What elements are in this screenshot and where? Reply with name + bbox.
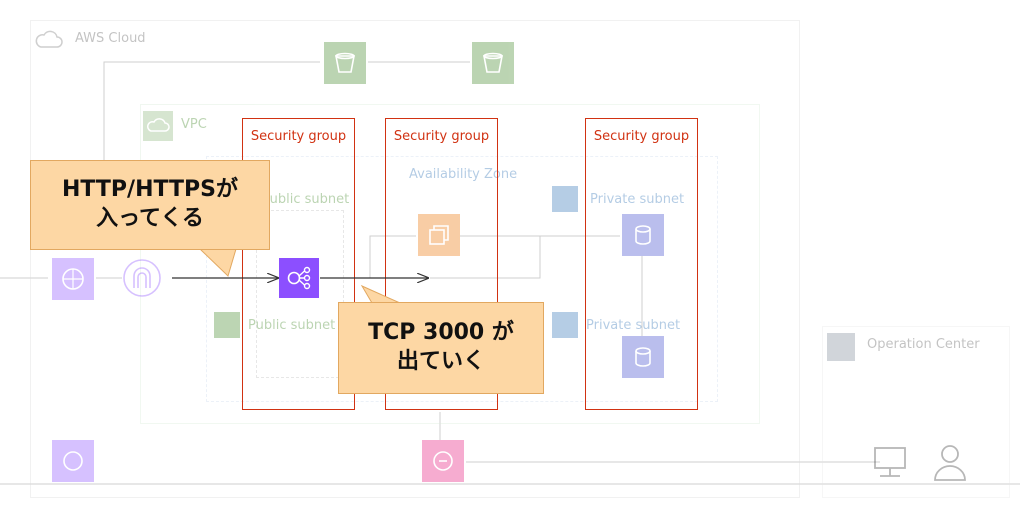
ec2-instances-icon [418, 214, 460, 256]
callout-inbound-line-2: 入ってくる [96, 206, 204, 231]
callout-outbound-line-2: 出ていく [396, 349, 485, 374]
cloudwatch-icon [52, 440, 94, 482]
aws-cloud-group: AWS Cloud [30, 20, 800, 498]
callout-inbound-line-1: HTTP/HTTPSが [62, 177, 238, 203]
callout-outbound-line-1: TCP 3000 が [368, 320, 514, 346]
public-subnet-top-label: Public subnet [262, 192, 350, 207]
private-subnet-top-label: Private subnet [590, 192, 685, 207]
security-group-label: Security group [593, 129, 690, 144]
public-subnet-top-box [256, 210, 344, 378]
vpc-icon [143, 111, 173, 141]
security-group-1: Security group [242, 118, 355, 410]
building-icon [827, 333, 855, 361]
internet-gateway-icon [123, 259, 161, 297]
callout-inbound: HTTP/HTTPSが 入ってくる [30, 160, 270, 250]
database-icon [622, 214, 664, 256]
lock-icon [214, 312, 240, 338]
operation-center-group: Operation Center [822, 326, 1010, 498]
vpc-group: VPC [140, 104, 760, 424]
public-subnet-bottom-label: Public subnet [248, 318, 336, 333]
lock-icon [552, 312, 578, 338]
s3-bucket-icon [324, 42, 366, 84]
security-group-2: Security group [385, 118, 498, 410]
s3-bucket-icon [472, 42, 514, 84]
availability-zone-label: Availability Zone [409, 167, 518, 182]
vpc-label: VPC [181, 117, 207, 132]
database-icon [622, 336, 664, 378]
security-group-3: Security group [585, 118, 698, 410]
load-balancer-icon [279, 258, 319, 298]
private-subnet-bottom-label: Private subnet [586, 318, 681, 333]
availability-zone-group: Availability Zone [206, 156, 718, 402]
operation-center-label: Operation Center [867, 337, 980, 352]
user-icon [934, 445, 966, 481]
security-group-label: Security group [250, 129, 347, 144]
cloud-icon [35, 30, 63, 48]
security-group-label: Security group [393, 129, 490, 144]
lock-icon [552, 186, 578, 212]
systems-manager-icon [422, 440, 464, 482]
callout-outbound: TCP 3000 が 出ていく [338, 302, 544, 394]
internet-icon [52, 258, 94, 300]
desktop-icon [874, 447, 906, 477]
aws-cloud-label: AWS Cloud [75, 31, 146, 46]
